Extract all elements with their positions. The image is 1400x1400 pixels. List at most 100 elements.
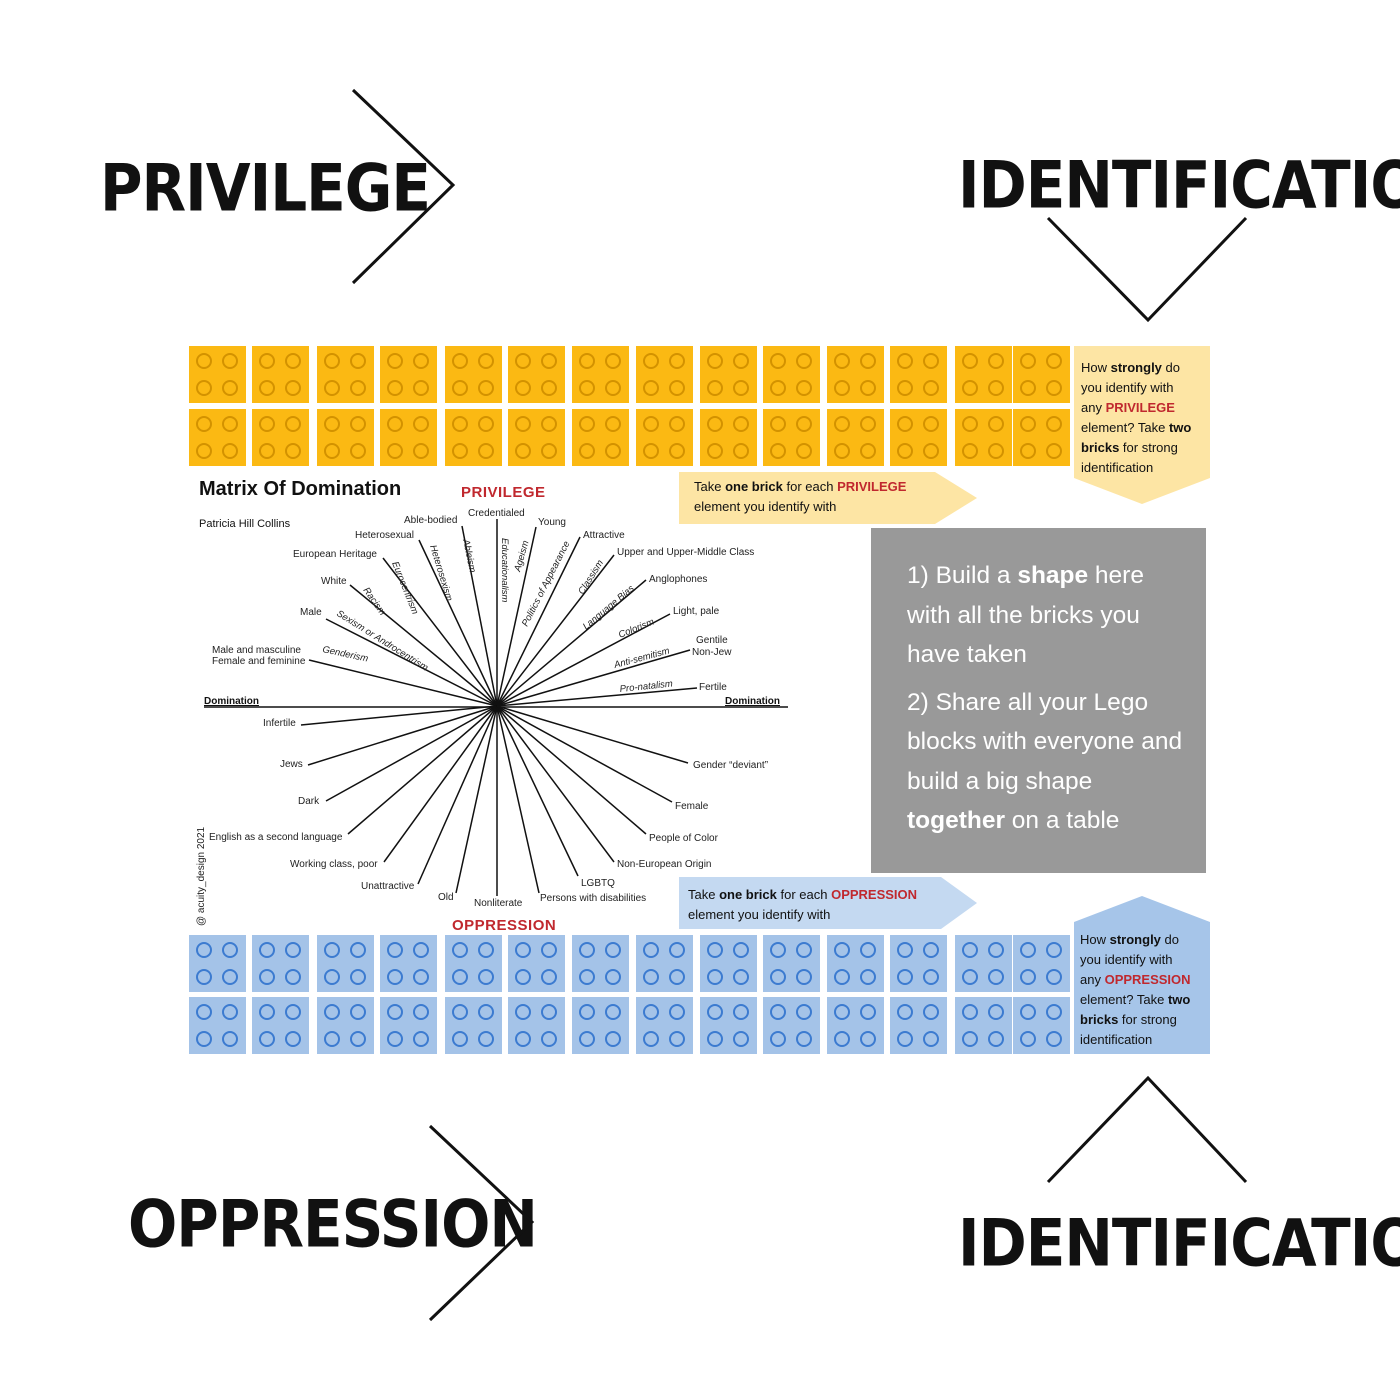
chevron-right-icon	[428, 1124, 535, 1322]
ism-label: Racism	[361, 585, 388, 617]
radial-spoke	[496, 579, 647, 707]
identification-top-heading: IDENTIFICATION	[958, 147, 1400, 224]
privilege-category-label: Gentile	[696, 635, 728, 646]
ism-label: Colorism	[617, 617, 656, 641]
oppression-brick	[700, 935, 757, 992]
oppression-brick	[827, 935, 884, 992]
oppression-heading: OPPRESSION	[128, 1186, 538, 1263]
privilege-brick	[252, 409, 309, 466]
identification-bottom-heading: IDENTIFICATION	[958, 1205, 1400, 1282]
radial-spoke	[496, 705, 647, 835]
privilege-brick	[827, 409, 884, 466]
oppression-brick	[955, 935, 1012, 992]
radial-spoke	[347, 705, 498, 835]
oppression-brick	[508, 997, 565, 1054]
radial-spoke	[496, 705, 579, 877]
radial-spoke	[349, 584, 498, 707]
oppression-brick	[955, 997, 1012, 1054]
privilege-brick	[508, 346, 565, 403]
chevron-right-icon	[351, 88, 456, 285]
ism-label: Ageism	[512, 539, 532, 574]
ism-label: Educationalism	[499, 538, 510, 603]
privilege-brick	[317, 346, 374, 403]
oppression-brick	[572, 997, 629, 1054]
oppression-brick	[572, 935, 629, 992]
privilege-category-label: Male and masculine	[212, 645, 301, 656]
radial-spoke	[496, 554, 615, 707]
oppression-brick	[763, 997, 820, 1054]
privilege-brick	[1013, 346, 1070, 403]
instruction-box: 1) Build a shape here with all the brick…	[871, 528, 1206, 873]
ism-label: Eurocentrism	[389, 560, 420, 616]
privilege-category-label: Upper and Upper-Middle Class	[617, 547, 754, 558]
oppression-brick	[380, 935, 437, 992]
privilege-callout-shape	[1074, 346, 1210, 504]
oppression-category-label: Gender “deviant”	[693, 760, 768, 771]
privilege-brick	[317, 409, 374, 466]
radial-spoke	[307, 705, 498, 766]
privilege-brick	[636, 409, 693, 466]
radial-spoke	[418, 539, 498, 707]
privilege-category-label: Heterosexual	[355, 530, 414, 541]
radial-spoke	[417, 705, 498, 885]
privilege-brick	[508, 409, 565, 466]
radial-spoke	[496, 705, 615, 863]
radial-spoke	[382, 557, 498, 707]
privilege-brick	[763, 346, 820, 403]
privilege-brick	[252, 346, 309, 403]
radial-spoke	[455, 705, 498, 894]
privilege-category-label: Able-bodied	[404, 515, 457, 526]
oppression-callout-text: How strongly do you identify with any OP…	[1080, 932, 1191, 1047]
oppression-brick	[508, 935, 565, 992]
radial-spoke	[496, 705, 689, 764]
radial-spoke	[496, 687, 698, 707]
oppression-arrow-text: Take one brick for each OPPRESSION eleme…	[688, 887, 918, 922]
radial-spoke	[308, 659, 498, 707]
oppression-brick	[1013, 935, 1070, 992]
radial-spoke	[496, 649, 691, 707]
domination-left-label: Domination	[204, 696, 259, 707]
ism-label: Classism	[576, 558, 606, 597]
privilege-brick	[763, 409, 820, 466]
matrix-author: Patricia Hill Collins	[199, 518, 291, 530]
radial-spoke	[496, 526, 537, 707]
oppression-brick	[317, 997, 374, 1054]
privilege-category-label: White	[321, 576, 347, 587]
oppression-brick	[890, 935, 947, 992]
oppression-category-label: Persons with disabilities	[540, 893, 646, 904]
ism-label: Heterosexism	[427, 544, 455, 603]
oppression-category-label: Unattractive	[361, 881, 415, 892]
privilege-brick	[572, 346, 629, 403]
privilege-category-label: Non-Jew	[692, 647, 732, 658]
oppression-callout-shape	[1074, 896, 1210, 1054]
privilege-arrow-shape	[679, 472, 977, 524]
radial-spoke	[496, 705, 540, 894]
chevron-up-icon	[1046, 1075, 1248, 1184]
privilege-category-label: Female and feminine	[212, 656, 306, 667]
privilege-category-label: Credentialed	[468, 508, 525, 519]
oppression-category-label: Working class, poor	[290, 859, 378, 870]
privilege-brick	[700, 409, 757, 466]
privilege-category-label: Anglophones	[649, 574, 707, 585]
oppression-category-label: Old	[438, 892, 454, 903]
oppression-category-label: Jews	[280, 759, 303, 770]
oppression-brick	[636, 997, 693, 1054]
radial-spoke	[496, 705, 673, 803]
oppression-category-label: Nonliterate	[474, 898, 523, 909]
privilege-brick	[700, 346, 757, 403]
privilege-brick	[572, 409, 629, 466]
oppression-brick	[827, 997, 884, 1054]
oppression-brick	[252, 935, 309, 992]
oppression-brick	[380, 997, 437, 1054]
privilege-brick	[445, 346, 502, 403]
ism-label: Anti-semitism	[612, 645, 671, 671]
privilege-brick	[189, 409, 246, 466]
oppression-category-label: Non-European Origin	[617, 859, 712, 870]
matrix-title: Matrix Of Domination	[199, 478, 402, 500]
ism-label: Ableism	[460, 537, 478, 573]
privilege-category-label: European Heritage	[293, 549, 377, 560]
radial-spoke	[300, 705, 498, 726]
oppression-category-label: Dark	[298, 796, 320, 807]
oppression-brick	[252, 997, 309, 1054]
